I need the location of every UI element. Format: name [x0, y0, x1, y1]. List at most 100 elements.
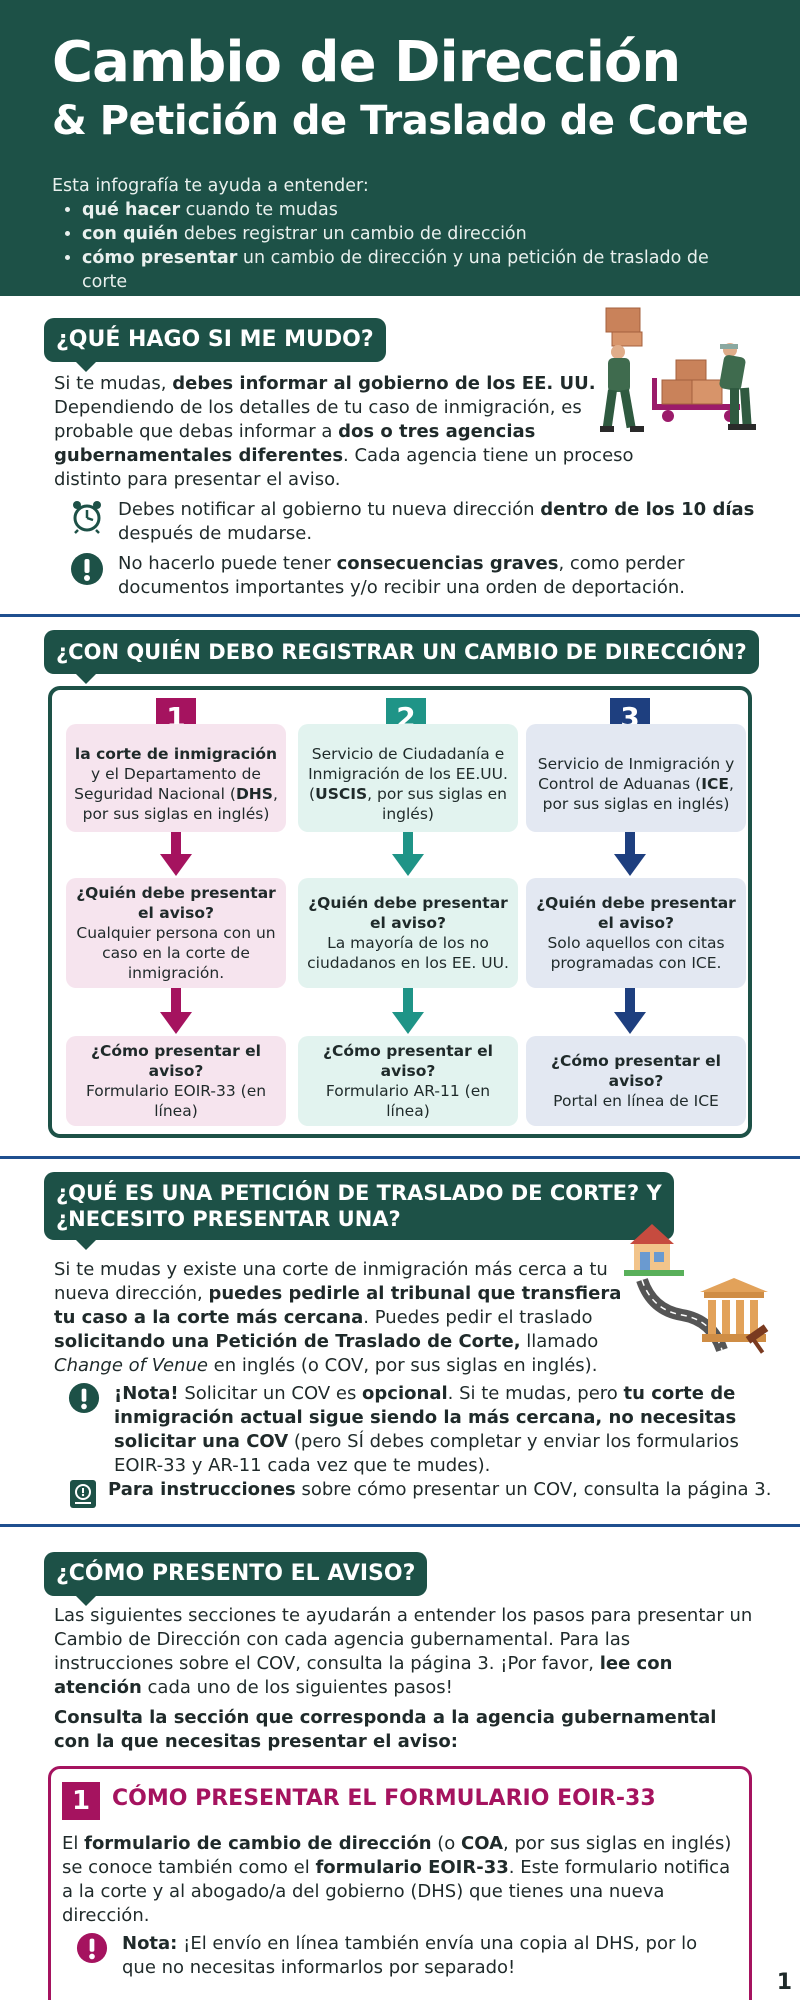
how-question: ¿Cómo presentar el aviso? [551, 1052, 721, 1090]
text: Servicio de Ciudadanía e Inmigración de … [308, 745, 508, 803]
how-cell: ¿Cómo presentar el aviso? Formulario EOI… [66, 1036, 286, 1126]
text-bold: DHS [235, 785, 273, 803]
text-bold: ¡Nota! [114, 1383, 179, 1404]
text: después de mudarse. [118, 523, 313, 544]
text: sobre cómo presentar un COV, consulta la… [295, 1479, 772, 1500]
text: . Puedes pedir el traslado [363, 1307, 593, 1328]
box-number: 1 [62, 1782, 100, 1820]
bullet-text: cuando te mudas [180, 200, 338, 220]
how-answer: Formulario AR-11 (en línea) [325, 1082, 491, 1120]
intro-lead: Esta infografía te ayuda a entender: [52, 176, 369, 196]
cov-instructions-note: Para instrucciones sobre cómo presentar … [68, 1478, 788, 1510]
text: cada uno de los siguientes pasos! [141, 1677, 453, 1698]
who-question: ¿Quién debe presentar el aviso? [536, 894, 736, 932]
agencies-table [48, 686, 752, 1138]
page-subtitle: & Petición de Traslado de Corte [52, 98, 749, 144]
section3-paragraph: Si te mudas y existe una corte de inmigr… [54, 1258, 624, 1378]
text: . Si te mudas, pero [447, 1383, 624, 1404]
bullet-text: un cambio de dirección y una petición de… [82, 248, 709, 292]
how-cell: ¿Cómo presentar el aviso? Portal en líne… [526, 1036, 746, 1126]
text: llamado [520, 1331, 599, 1352]
bullet-bold: cómo presentar [82, 248, 238, 268]
text-bold: lee con atención [54, 1653, 673, 1698]
section-divider [0, 1156, 800, 1159]
page-title: Cambio de Dirección [52, 30, 681, 95]
bullet-bold: qué hacer [82, 200, 181, 220]
text: y el Departamento de Seguridad Nacional … [74, 765, 261, 803]
intro-bullet: con quién debes registrar un cambio de d… [82, 222, 748, 246]
down-arrow-icon [160, 832, 192, 876]
text: Servicio de Inmigración y Control de Adu… [537, 755, 735, 793]
box-title: CÓMO PRESENTAR EL FORMULARIO EOIR-33 [112, 1786, 656, 1811]
exclamation-icon [71, 553, 103, 585]
heading-line: ¿NECESITO PRESENTAR UNA? [56, 1207, 401, 1231]
how-question: ¿Cómo presentar el aviso? [91, 1042, 261, 1080]
section1-paragraph: Si te mudas, debes informar al gobierno … [54, 372, 654, 492]
intro-bullet: qué hacer cuando te mudas [82, 198, 748, 222]
agency-cell: Servicio de Inmigración y Control de Adu… [526, 724, 746, 832]
movers-illustration [600, 307, 756, 432]
text: , por sus siglas en inglés) [542, 775, 734, 813]
eoir33-note: Nota: ¡El envío en línea también envía u… [76, 1932, 746, 1980]
bullet-text: debes registrar un cambio de dirección [178, 224, 527, 244]
who-answer: Solo aquellos con citas programadas con … [547, 934, 725, 972]
text: Debes notificar al gobierno tu nueva dir… [118, 499, 541, 520]
text: Si te mudas y existe una corte de inmigr… [54, 1259, 608, 1304]
alarm-clock-icon [73, 501, 101, 534]
section-divider [0, 1524, 800, 1527]
text-bold: COA [461, 1833, 504, 1854]
who-answer: Cualquier persona con un caso en la cort… [76, 924, 276, 982]
text: , como perder documentos importantes y/o… [118, 553, 685, 598]
text-bold: dentro de los 10 días [540, 499, 755, 520]
down-arrow-icon [392, 988, 424, 1034]
who-question: ¿Quién debe presentar el aviso? [308, 894, 508, 932]
intro-list: qué hacer cuando te mudas con quién debe… [82, 198, 748, 294]
agency-cell: la corte de inmigración y el Departament… [66, 724, 286, 832]
section4-heading: ¿CÓMO PRESENTO EL AVISO? [44, 1552, 428, 1606]
text: . Cada agencia tiene un proceso distinto… [54, 445, 634, 490]
warning-note: No hacerlo puede tener consecuencias gra… [70, 552, 760, 600]
text-italic: Change of Venue [54, 1355, 208, 1376]
text-bold: solicitando una Petición de Traslado de … [54, 1331, 521, 1352]
how-cell: ¿Cómo presentar el aviso? Formulario AR-… [298, 1036, 518, 1126]
text-bold: USCIS [315, 785, 368, 803]
header-banner: Cambio de Dirección & Petición de Trasla… [0, 0, 800, 296]
text: . Este formulario notifica a la corte y … [62, 1857, 731, 1926]
who-answer: La mayoría de los no ciudadanos en los E… [307, 934, 509, 972]
section2-heading: ¿CON QUIÉN DEBO REGISTRAR UN CAMBIO DE D… [44, 630, 759, 684]
text: Solicitar un COV es [178, 1383, 363, 1404]
heading-line: ¿QUÉ ES UNA PETICIÓN DE TRASLADO DE CORT… [56, 1181, 662, 1205]
section3-heading: ¿QUÉ ES UNA PETICIÓN DE TRASLADO DE CORT… [44, 1172, 674, 1250]
down-arrow-icon [160, 988, 192, 1034]
text: Las siguientes secciones te ayudarán a e… [54, 1605, 753, 1674]
text-bold: debes informar al gobierno de los EE. UU… [172, 373, 596, 394]
text: Dependiendo de los detalles de tu caso d… [54, 397, 582, 442]
intro-bullet: cómo presentar un cambio de dirección y … [82, 246, 748, 294]
how-answer: Formulario EOIR-33 (en línea) [85, 1082, 267, 1120]
house-to-court-illustration [624, 1224, 769, 1354]
section-divider [0, 614, 800, 617]
who-question: ¿Quién debe presentar el aviso? [76, 884, 276, 922]
intro: Esta infografía te ayuda a entender: qué… [52, 174, 748, 294]
text-bold: ICE [701, 775, 729, 793]
page-number: 1 [776, 1970, 792, 1995]
how-answer: Portal en línea de ICE [553, 1092, 719, 1110]
text-bold: puedes pedirle al tribunal que transfier… [54, 1283, 622, 1328]
agency-cell: Servicio de Ciudadanía e Inmigración de … [298, 724, 518, 832]
text-bold: opcional [362, 1383, 448, 1404]
down-arrow-icon [614, 832, 646, 876]
eoir33-paragraph: El formulario de cambio de dirección (o … [62, 1832, 742, 1928]
section4-paragraph: Las siguientes secciones te ayudarán a e… [54, 1604, 754, 1700]
deadline-note: Debes notificar al gobierno tu nueva dir… [70, 498, 760, 546]
text: , por sus siglas en inglés) [367, 785, 507, 823]
down-arrow-icon [614, 988, 646, 1034]
eoir33-box [48, 1766, 752, 2000]
text: ¡El envío en línea también envía una cop… [122, 1933, 698, 1978]
text-bold: consecuencias graves [336, 553, 559, 574]
text: (pero SÍ debes completar y enviar los fo… [114, 1431, 739, 1476]
document-icon [70, 1480, 96, 1508]
text-bold: formulario de cambio de dirección [84, 1833, 432, 1854]
how-question: ¿Cómo presentar el aviso? [323, 1042, 493, 1080]
section1-heading: ¿QUÉ HAGO SI ME MUDO? [44, 318, 386, 372]
text: Si te mudas, [54, 373, 173, 394]
